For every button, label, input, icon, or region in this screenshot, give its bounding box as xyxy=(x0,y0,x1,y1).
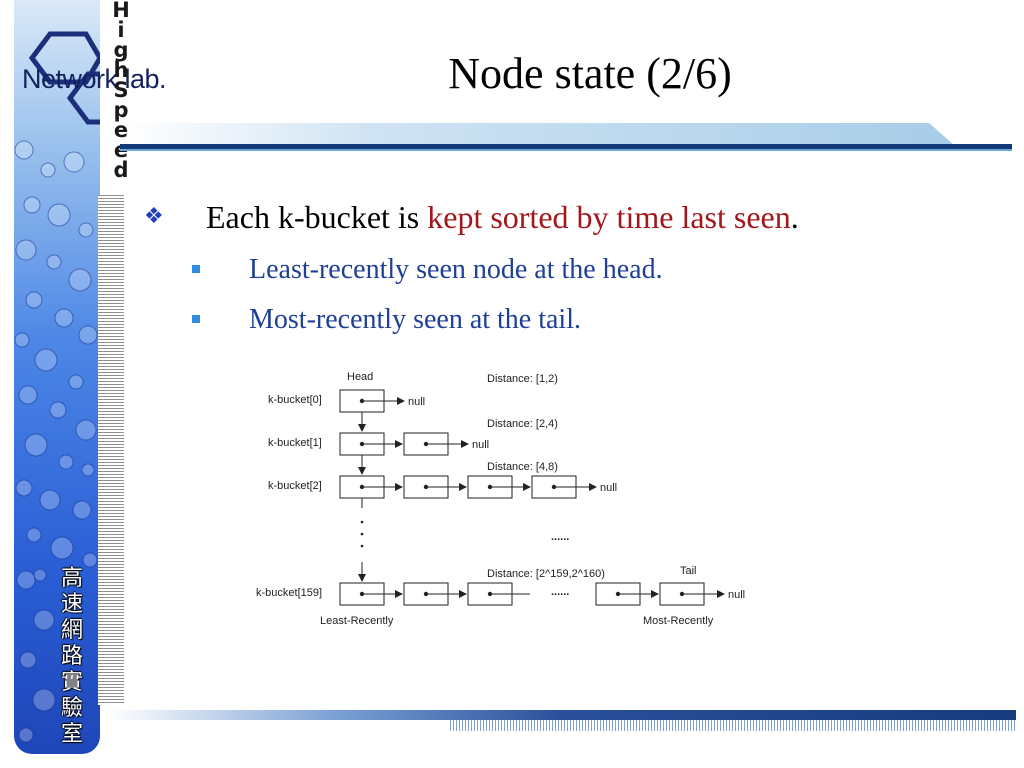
footer-rule xyxy=(110,710,1016,720)
ellipsis: ...... xyxy=(551,531,569,543)
k-bucket-diagram: Head Tail k-bucket[0] k-bucket[1] k-buck… xyxy=(256,371,745,627)
distance-label: Distance: [4,8) xyxy=(487,461,558,473)
tail-label: Tail xyxy=(680,565,697,577)
bubble-pattern xyxy=(14,31,100,743)
diamond-bullet-icon: ❖ xyxy=(144,203,164,228)
head-label: Head xyxy=(347,371,373,383)
null-label: null xyxy=(728,589,745,601)
square-bullet-icon xyxy=(192,265,200,273)
sub-bullet-text: Least-recently seen node at the head. xyxy=(249,254,663,285)
title-rule xyxy=(120,144,1012,149)
title-rule-highlight xyxy=(124,123,954,145)
most-recently-label: Most-Recently xyxy=(643,615,714,627)
main-bullet-text: Each k-bucket is kept sorted by time las… xyxy=(206,199,799,235)
bucket-name: k-bucket[1] xyxy=(268,437,322,449)
least-recently-label: Least-Recently xyxy=(320,615,394,627)
distance-label: Distance: [2,4) xyxy=(487,418,558,430)
null-label: null xyxy=(472,439,489,451)
bucket-name: k-bucket[2] xyxy=(268,480,322,492)
bucket-name: k-bucket[0] xyxy=(268,394,322,406)
footer-stripes xyxy=(450,720,1016,731)
distance-label: Distance: [1,2) xyxy=(487,373,558,385)
ellipsis: ...... xyxy=(551,586,569,598)
high-speed-vertical-logo: H i g h S p e e d xyxy=(112,0,130,182)
vertical-stripe-decoration xyxy=(98,195,124,705)
highlight-text: kept sorted by time last seen xyxy=(427,199,791,235)
bucket-name: k-bucket[159] xyxy=(256,587,322,599)
slide-title: Node state (2/6) xyxy=(448,49,732,98)
distance-label: Distance: [2^159,2^160) xyxy=(487,568,605,580)
null-label: null xyxy=(600,482,617,494)
side-decoration-panel xyxy=(14,0,100,754)
sub-bullet-text: Most-recently seen at the tail. xyxy=(249,304,581,335)
title-rule-accent xyxy=(120,149,1012,151)
null-label: null xyxy=(408,396,425,408)
square-bullet-icon xyxy=(192,315,200,323)
lab-name-vertical-cjk: 高 速 網 路 實 驗 室 xyxy=(60,566,83,747)
lab-name-logo: Network lab. xyxy=(22,64,167,94)
